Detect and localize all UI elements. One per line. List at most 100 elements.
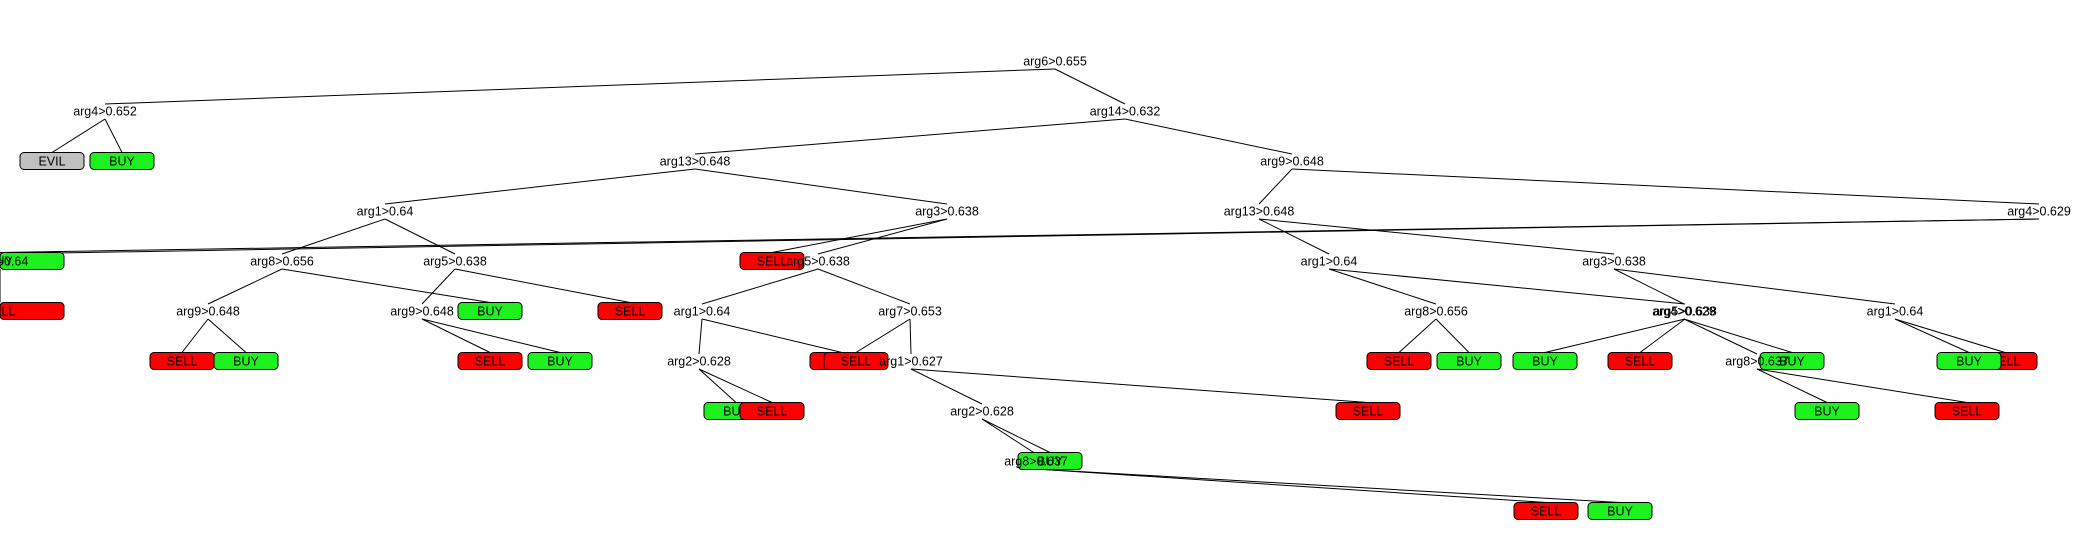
- leaf-sell: SELL: [1366, 352, 1432, 370]
- leaf-label: BUY: [233, 355, 259, 369]
- leaf-label: BUY: [1956, 355, 1982, 369]
- decision-node-label: arg4>0.629: [2007, 205, 2071, 219]
- tree-edge: [1683, 318, 1758, 355]
- tree-edge: [281, 268, 491, 303]
- leaf-sell: SELL: [823, 352, 889, 370]
- decision-node-label: arg3>0.638: [915, 205, 979, 219]
- leaf-buy: BUY: [89, 152, 155, 170]
- decision-node-label: arg8>0.637: [1004, 455, 1068, 469]
- tree-edge: [1756, 368, 1968, 403]
- tree-edge: [1683, 318, 1793, 353]
- leaf-label: SELL: [0, 305, 15, 319]
- decision-node-label: arg2>0.628: [950, 405, 1014, 419]
- tree-edge: [1258, 168, 1293, 205]
- leaf-label: SELL: [615, 305, 646, 319]
- tree-edge: [1258, 218, 1615, 255]
- tree-edge: [1894, 318, 1970, 353]
- leaf-box: [1587, 502, 1653, 520]
- leaf-sell: SELL: [739, 402, 805, 420]
- tree-edge: [1613, 268, 1896, 305]
- leaf-label: BUY: [1037, 455, 1063, 469]
- leaf-box: [0, 302, 65, 320]
- decision-node-label: arg1>0.64: [674, 305, 731, 319]
- tree-edge: [817, 218, 948, 255]
- tree-edge: [51, 118, 106, 153]
- decision-node-label: arg13>0.648: [660, 155, 731, 169]
- decision-node-label: arg2>0.628: [667, 355, 731, 369]
- leaf-buy: BUY: [457, 302, 523, 320]
- tree-edge: [1035, 468, 1621, 503]
- leaf-box: [457, 302, 523, 320]
- leaf-label: BUY: [477, 305, 503, 319]
- tree-edges: [0, 68, 2040, 503]
- decision-node-label: arg1>0.64: [1867, 305, 1924, 319]
- leaf-sell: SELL: [597, 302, 663, 320]
- leaf-buy: BUY: [1017, 452, 1083, 470]
- leaf-sell: SELL: [739, 252, 805, 270]
- decision-node-label: arg9>0.648: [390, 305, 454, 319]
- leaf-label: BUY: [547, 355, 573, 369]
- tree-edge: [104, 68, 1056, 105]
- decision-node-label: arg4>0.629: [1652, 305, 1716, 319]
- leaf-label: BUY: [109, 155, 135, 169]
- tree-edge: [909, 318, 912, 355]
- tree-edge: [694, 118, 1126, 155]
- decision-node-label: arg5>0.638: [1653, 305, 1717, 319]
- leaf-box: [1436, 352, 1502, 370]
- tree-edge: [1291, 168, 2040, 205]
- leaf-sell: SELL: [1934, 402, 2000, 420]
- leaf-label: SELL: [167, 355, 198, 369]
- leaf-box: [739, 402, 805, 420]
- leaf-buy: BUY: [1759, 352, 1825, 370]
- leaf-sell: SELL: [1607, 352, 1673, 370]
- leaf-box: [1366, 352, 1432, 370]
- decision-node-label: arg9>0.648: [176, 305, 240, 319]
- tree-edge: [694, 168, 948, 205]
- leaf-buy: BUY: [213, 352, 279, 370]
- tree-edge: [701, 268, 819, 305]
- tree-edge: [1894, 318, 2006, 353]
- leaf-box: [1335, 402, 1401, 420]
- tree-edge: [1328, 268, 1437, 305]
- tree-edge: [1544, 318, 1686, 353]
- leaf-box: [89, 152, 155, 170]
- tree-edge: [701, 318, 843, 353]
- leaf-label: SELL: [1353, 405, 1384, 419]
- decision-node-label: arg4>0.652: [73, 105, 137, 119]
- leaf-buy: BUY: [527, 352, 593, 370]
- tree-edge: [104, 118, 123, 153]
- leaf-sell: SELL: [149, 352, 215, 370]
- decision-node-label: arg1>0.627: [879, 355, 943, 369]
- tree-edge: [698, 368, 737, 403]
- leaf-box: [739, 252, 805, 270]
- tree-edge: [181, 318, 209, 353]
- tree-edge: [1328, 268, 1686, 305]
- tree-edge: [207, 318, 247, 353]
- decision-node-label: arg3>0.638: [1582, 255, 1646, 269]
- leaf-label: BUY: [0, 255, 14, 269]
- decision-node-label: arg1>0.64: [1301, 255, 1358, 269]
- leaf-box: [1936, 352, 2002, 370]
- decision-node-label: arg5>0.638: [423, 255, 487, 269]
- decision-node-label: arg8>0.637: [1725, 355, 1789, 369]
- tree-edge: [421, 318, 491, 353]
- tree-edge: [910, 368, 983, 405]
- leaf-label: SELL: [475, 355, 506, 369]
- tree-edge: [981, 418, 1051, 453]
- leaf-box: [213, 352, 279, 370]
- leaf-sell: SELL: [0, 302, 65, 320]
- tree-edge: [1398, 318, 1437, 353]
- tree-edge: [454, 268, 631, 303]
- leaf-label: BUY: [1814, 405, 1840, 419]
- leaf-label: EVIL: [38, 155, 65, 169]
- decision-node-label: arg9>0.648: [1260, 155, 1324, 169]
- leaf-buy: BUY: [1794, 402, 1860, 420]
- tree-edge: [1613, 268, 1685, 305]
- leaf-label: SELL: [757, 405, 788, 419]
- leaf-box: [1794, 402, 1860, 420]
- leaf-label: SELL: [841, 355, 872, 369]
- leaf-sell: SELL: [1513, 502, 1579, 520]
- leaf-label: SELL: [1531, 505, 1562, 519]
- leaf-label: BUY: [1779, 355, 1805, 369]
